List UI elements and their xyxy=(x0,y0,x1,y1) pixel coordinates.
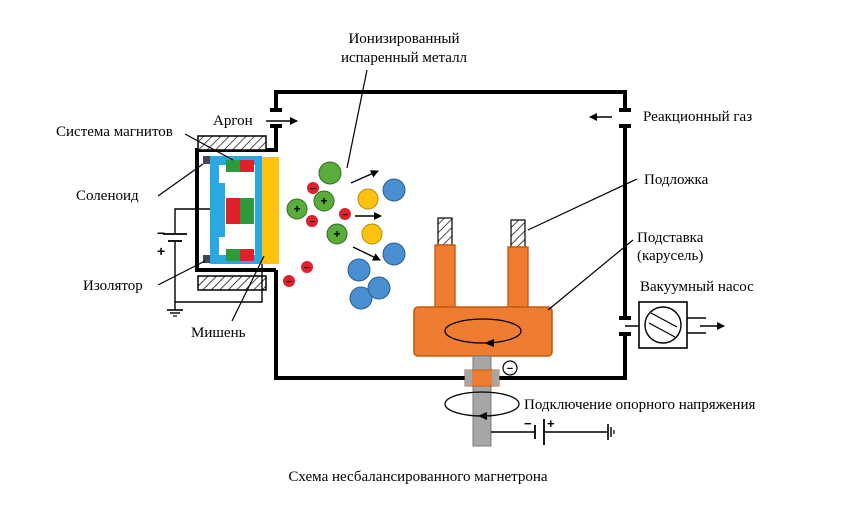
bias-battery-minus: − xyxy=(524,416,532,431)
rotation-arrowhead-shaft xyxy=(478,412,487,420)
label-ionized-metal-2: испаренный металл xyxy=(341,50,468,66)
battery-plus-sign: + xyxy=(157,243,165,259)
label-bias-connection: Подключение опорного напряжения xyxy=(524,397,755,413)
vacuum-chamber xyxy=(195,90,631,380)
leader-lines xyxy=(157,69,638,322)
substrate-left xyxy=(434,217,456,308)
bias-minus-circle xyxy=(502,360,518,376)
electron-minus-5: − xyxy=(286,277,292,288)
label-argon: Аргон xyxy=(213,113,253,129)
label-ionized-metal-1: Ионизированный xyxy=(348,31,459,47)
rotation-ellipse-holder xyxy=(444,318,522,344)
battery-minus-sign: − xyxy=(157,225,165,241)
label-magnet-system: Система магнитов xyxy=(56,124,173,140)
ion-plus-3: + xyxy=(333,227,340,241)
label-insulator: Изолятор xyxy=(83,278,143,294)
target-plate xyxy=(262,157,279,264)
substrate-right xyxy=(507,219,529,308)
bias-circuit xyxy=(491,419,615,445)
insulator-bottom xyxy=(203,255,210,263)
magnet-system xyxy=(210,156,262,264)
ion-plus-1: + xyxy=(320,194,327,208)
label-solenoid: Соленоид xyxy=(76,188,139,204)
solenoid-bottom xyxy=(197,275,267,291)
label-holder-2: (карусель) xyxy=(637,248,703,264)
shaft-collar-left xyxy=(465,370,472,386)
label-reaction-gas: Реакционный газ xyxy=(643,109,752,125)
label-vacuum-pump: Вакуумный насос xyxy=(640,279,754,295)
electron-minus-3: − xyxy=(342,210,348,221)
shaft-collar-right xyxy=(492,370,499,386)
particle-cloud xyxy=(283,161,406,310)
label-substrate: Подложка xyxy=(644,172,709,188)
vacuum-pump xyxy=(625,301,725,349)
bias-minus-sign: − xyxy=(507,363,513,375)
electron-minus-4: − xyxy=(304,263,310,274)
solenoid-top xyxy=(197,135,267,151)
insulator-top xyxy=(203,156,210,164)
figure-caption: Схема несбалансированного магнетрона xyxy=(288,469,548,485)
electron-minus-1: − xyxy=(310,184,316,195)
carousel-holder xyxy=(413,306,553,357)
bias-battery-plus: + xyxy=(547,416,555,431)
particle-flow-arrows xyxy=(350,170,382,261)
ion-plus-2: + xyxy=(293,202,300,216)
label-holder-1: Подставка xyxy=(637,230,704,246)
rotation-arrowhead-holder xyxy=(484,339,494,347)
particle-signs: + + + − − − − − xyxy=(286,184,348,288)
electron-minus-2: − xyxy=(309,217,315,228)
label-target: Мишень xyxy=(191,325,246,341)
power-supply xyxy=(163,208,263,317)
